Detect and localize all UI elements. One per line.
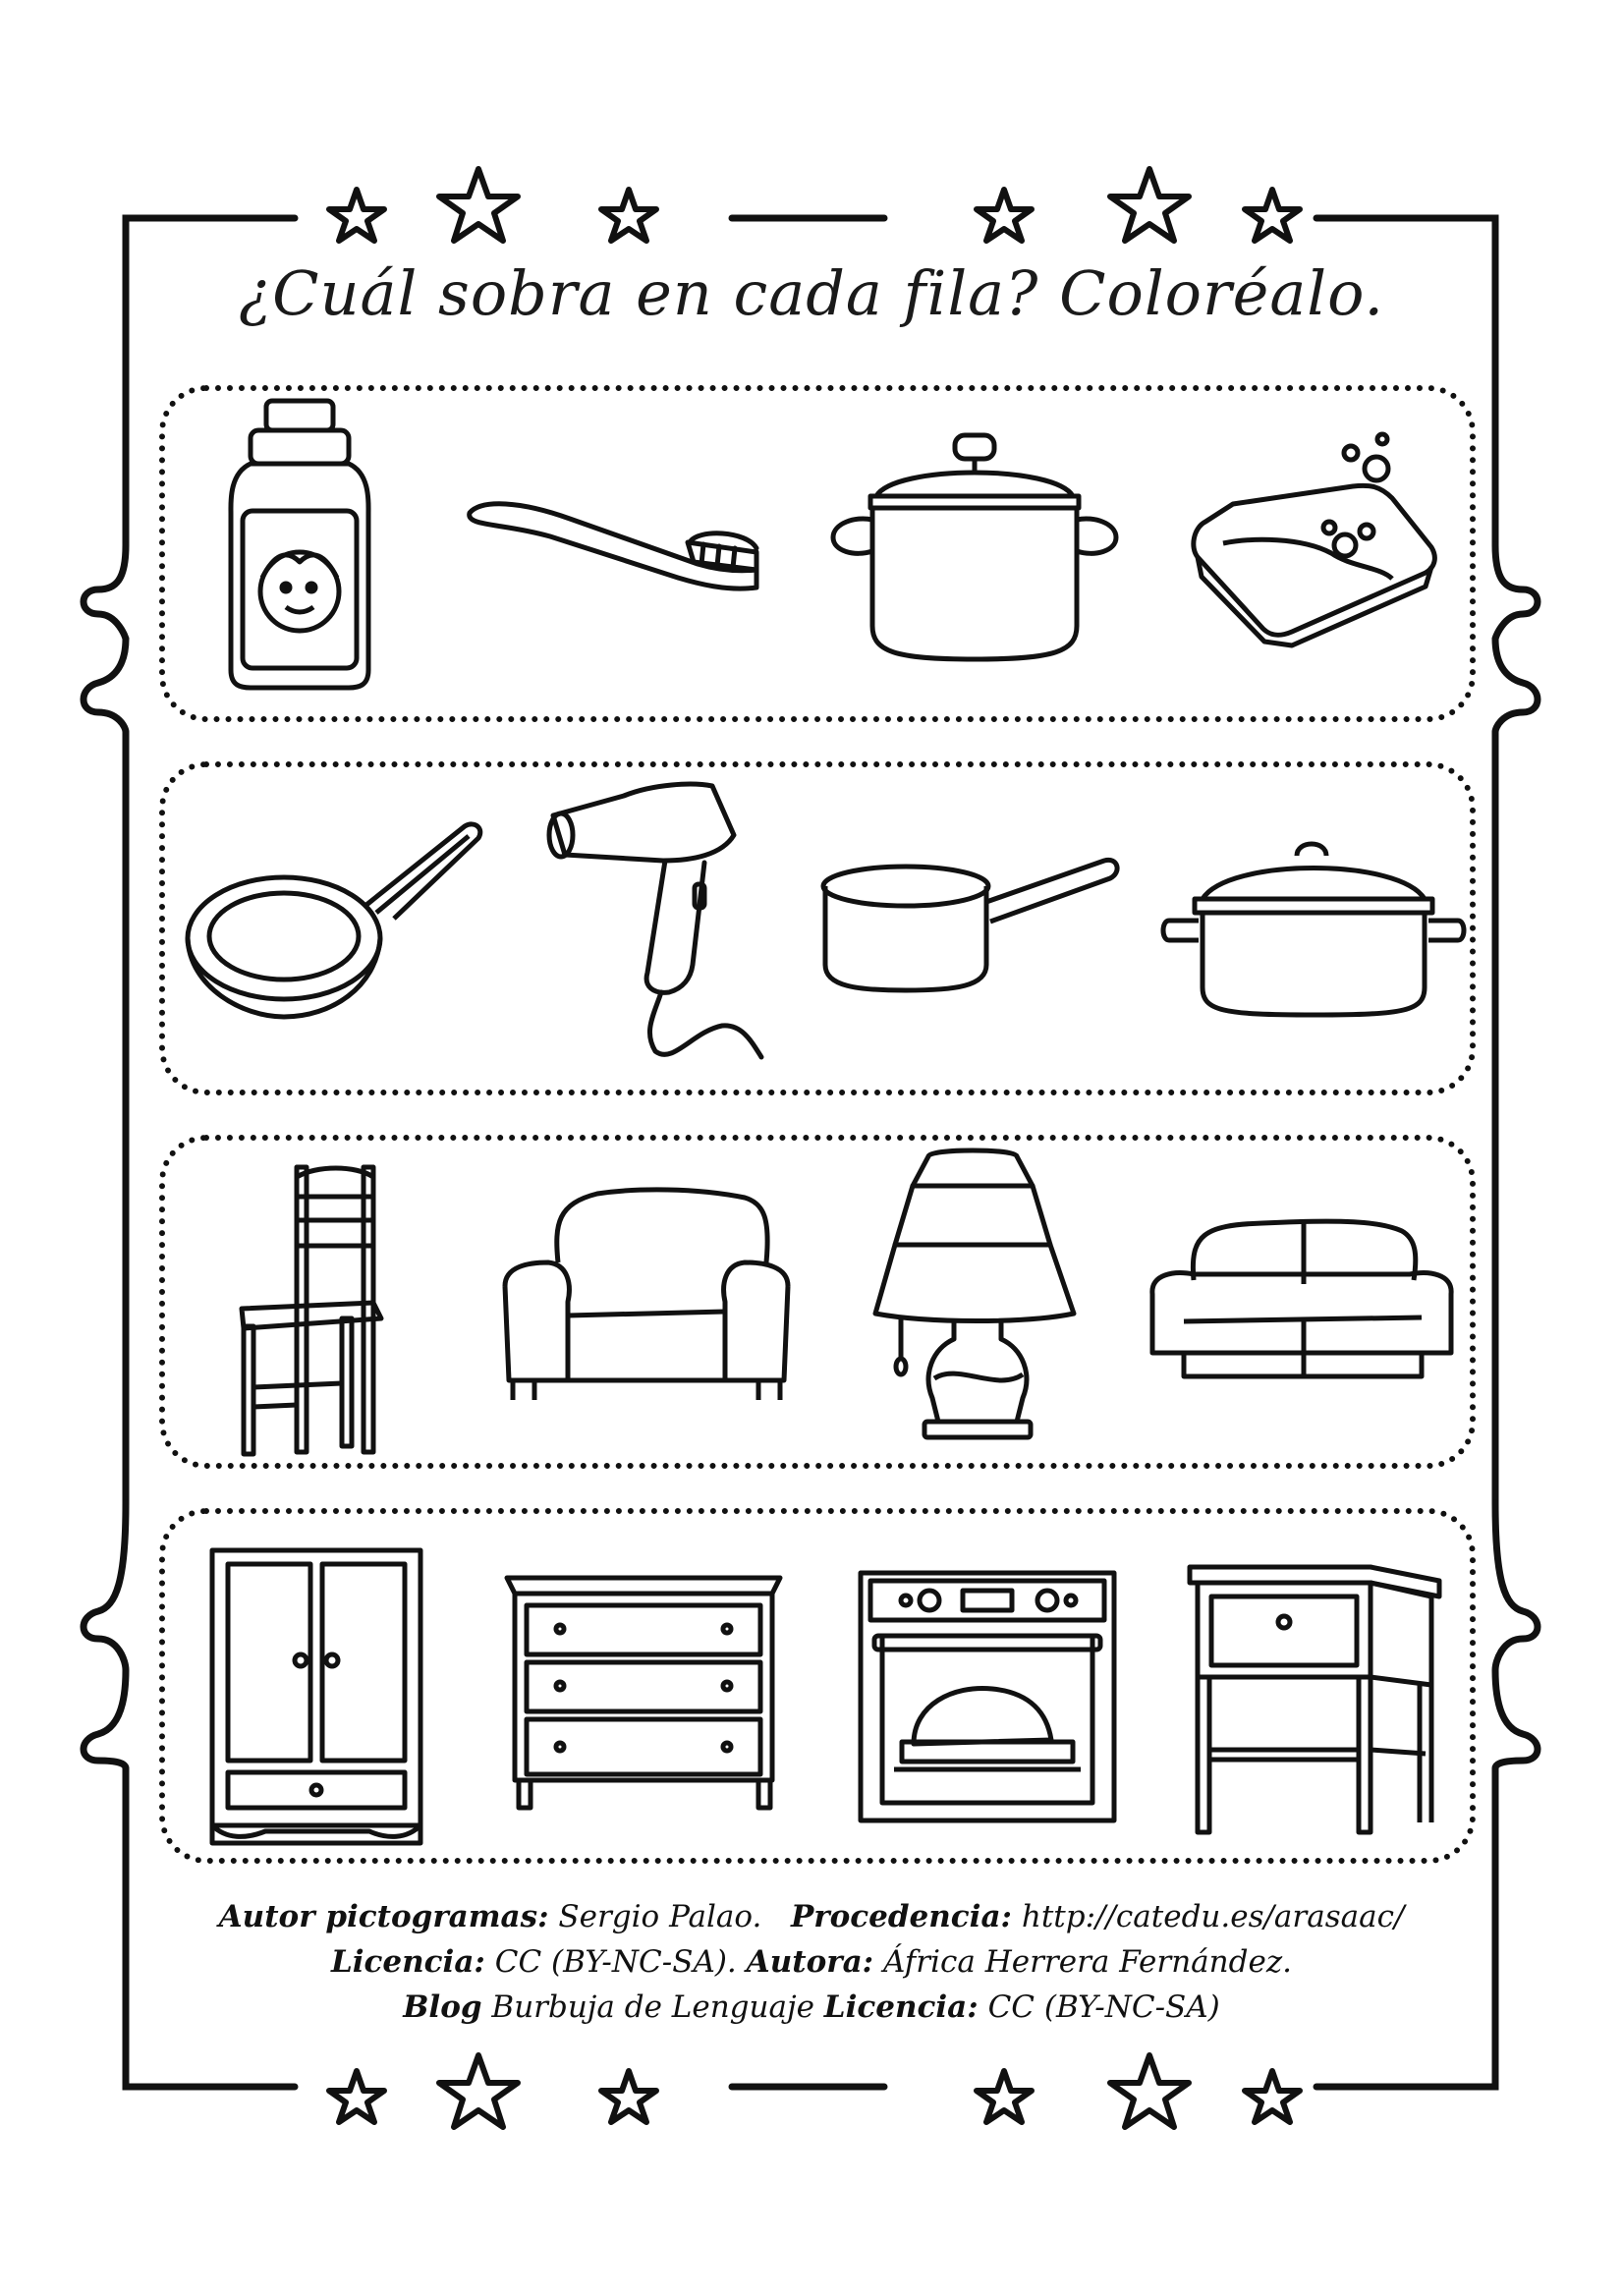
star-icon [598,187,659,244]
table-lamp-icon[interactable] [869,1147,1086,1441]
sofa-icon[interactable] [1145,1215,1459,1382]
soap-bar-icon[interactable] [1184,429,1444,648]
credit-label-authoress: Autora: [746,1944,874,1980]
nightstand-icon[interactable] [1184,1557,1444,1837]
stock-pot-icon[interactable] [1159,830,1469,1018]
star-icon [436,2052,521,2130]
credit-value-authoress: África Herrera Fernández. [882,1944,1293,1980]
saucepan-icon[interactable] [817,847,1122,994]
credit-label-license: Licencia: [330,1944,485,1980]
star-icon [974,2068,1035,2125]
armchair-icon[interactable] [499,1184,794,1405]
credit-value-source[interactable]: http://catedu.es/arasaac/ [1021,1899,1405,1934]
hair-dryer-icon[interactable] [545,776,771,1061]
row-box-1 [159,385,1476,722]
star-icon [326,187,387,244]
credits: Autor pictogramas: Sergio Palao. Procede… [0,1894,1623,2030]
wardrobe-icon[interactable] [206,1544,427,1849]
row-box-2 [159,761,1476,1095]
credit-value-author: Sergio Palao. [558,1899,762,1934]
credit-value-license-2: CC (BY-NC-SA) [987,1989,1220,2025]
credits-line-2: Licencia: CC (BY-NC-SA). Autora: África … [0,1939,1623,1985]
star-icon [1242,187,1303,244]
star-icon [974,187,1035,244]
shampoo-bottle-icon[interactable] [221,395,378,692]
frying-pan-icon[interactable] [184,820,488,1027]
page-title: ¿Cuál sobra en cada fila? Coloréalo. [238,257,1385,329]
star-icon [436,166,521,244]
star-icon [326,2068,387,2125]
credit-label-source: Procedencia: [790,1899,1012,1934]
star-icon [1107,2052,1192,2130]
credit-label-blog: Blog [403,1989,482,2025]
star-icon [1242,2068,1303,2125]
toothbrush-icon[interactable] [462,493,766,601]
credits-line-3: Blog Burbuja de Lenguaje Licencia: CC (B… [0,1985,1623,2030]
star-icon [598,2068,659,2125]
chair-icon[interactable] [234,1161,391,1461]
credits-line-1: Autor pictogramas: Sergio Palao. Procede… [0,1894,1623,1939]
row-box-3 [159,1135,1476,1469]
credit-value-blog: Burbuja de Lenguaje [491,1989,814,2025]
chest-of-drawers-icon[interactable] [501,1572,786,1813]
row-box-4 [159,1508,1476,1864]
credit-value-license: CC (BY-NC-SA). [494,1944,737,1980]
cooking-pot-icon[interactable] [825,429,1125,665]
credit-label-license-2: Licencia: [823,1989,979,2025]
oven-icon[interactable] [855,1567,1120,1827]
star-icon [1107,166,1192,244]
credit-label-author: Autor pictogramas: [218,1899,549,1934]
